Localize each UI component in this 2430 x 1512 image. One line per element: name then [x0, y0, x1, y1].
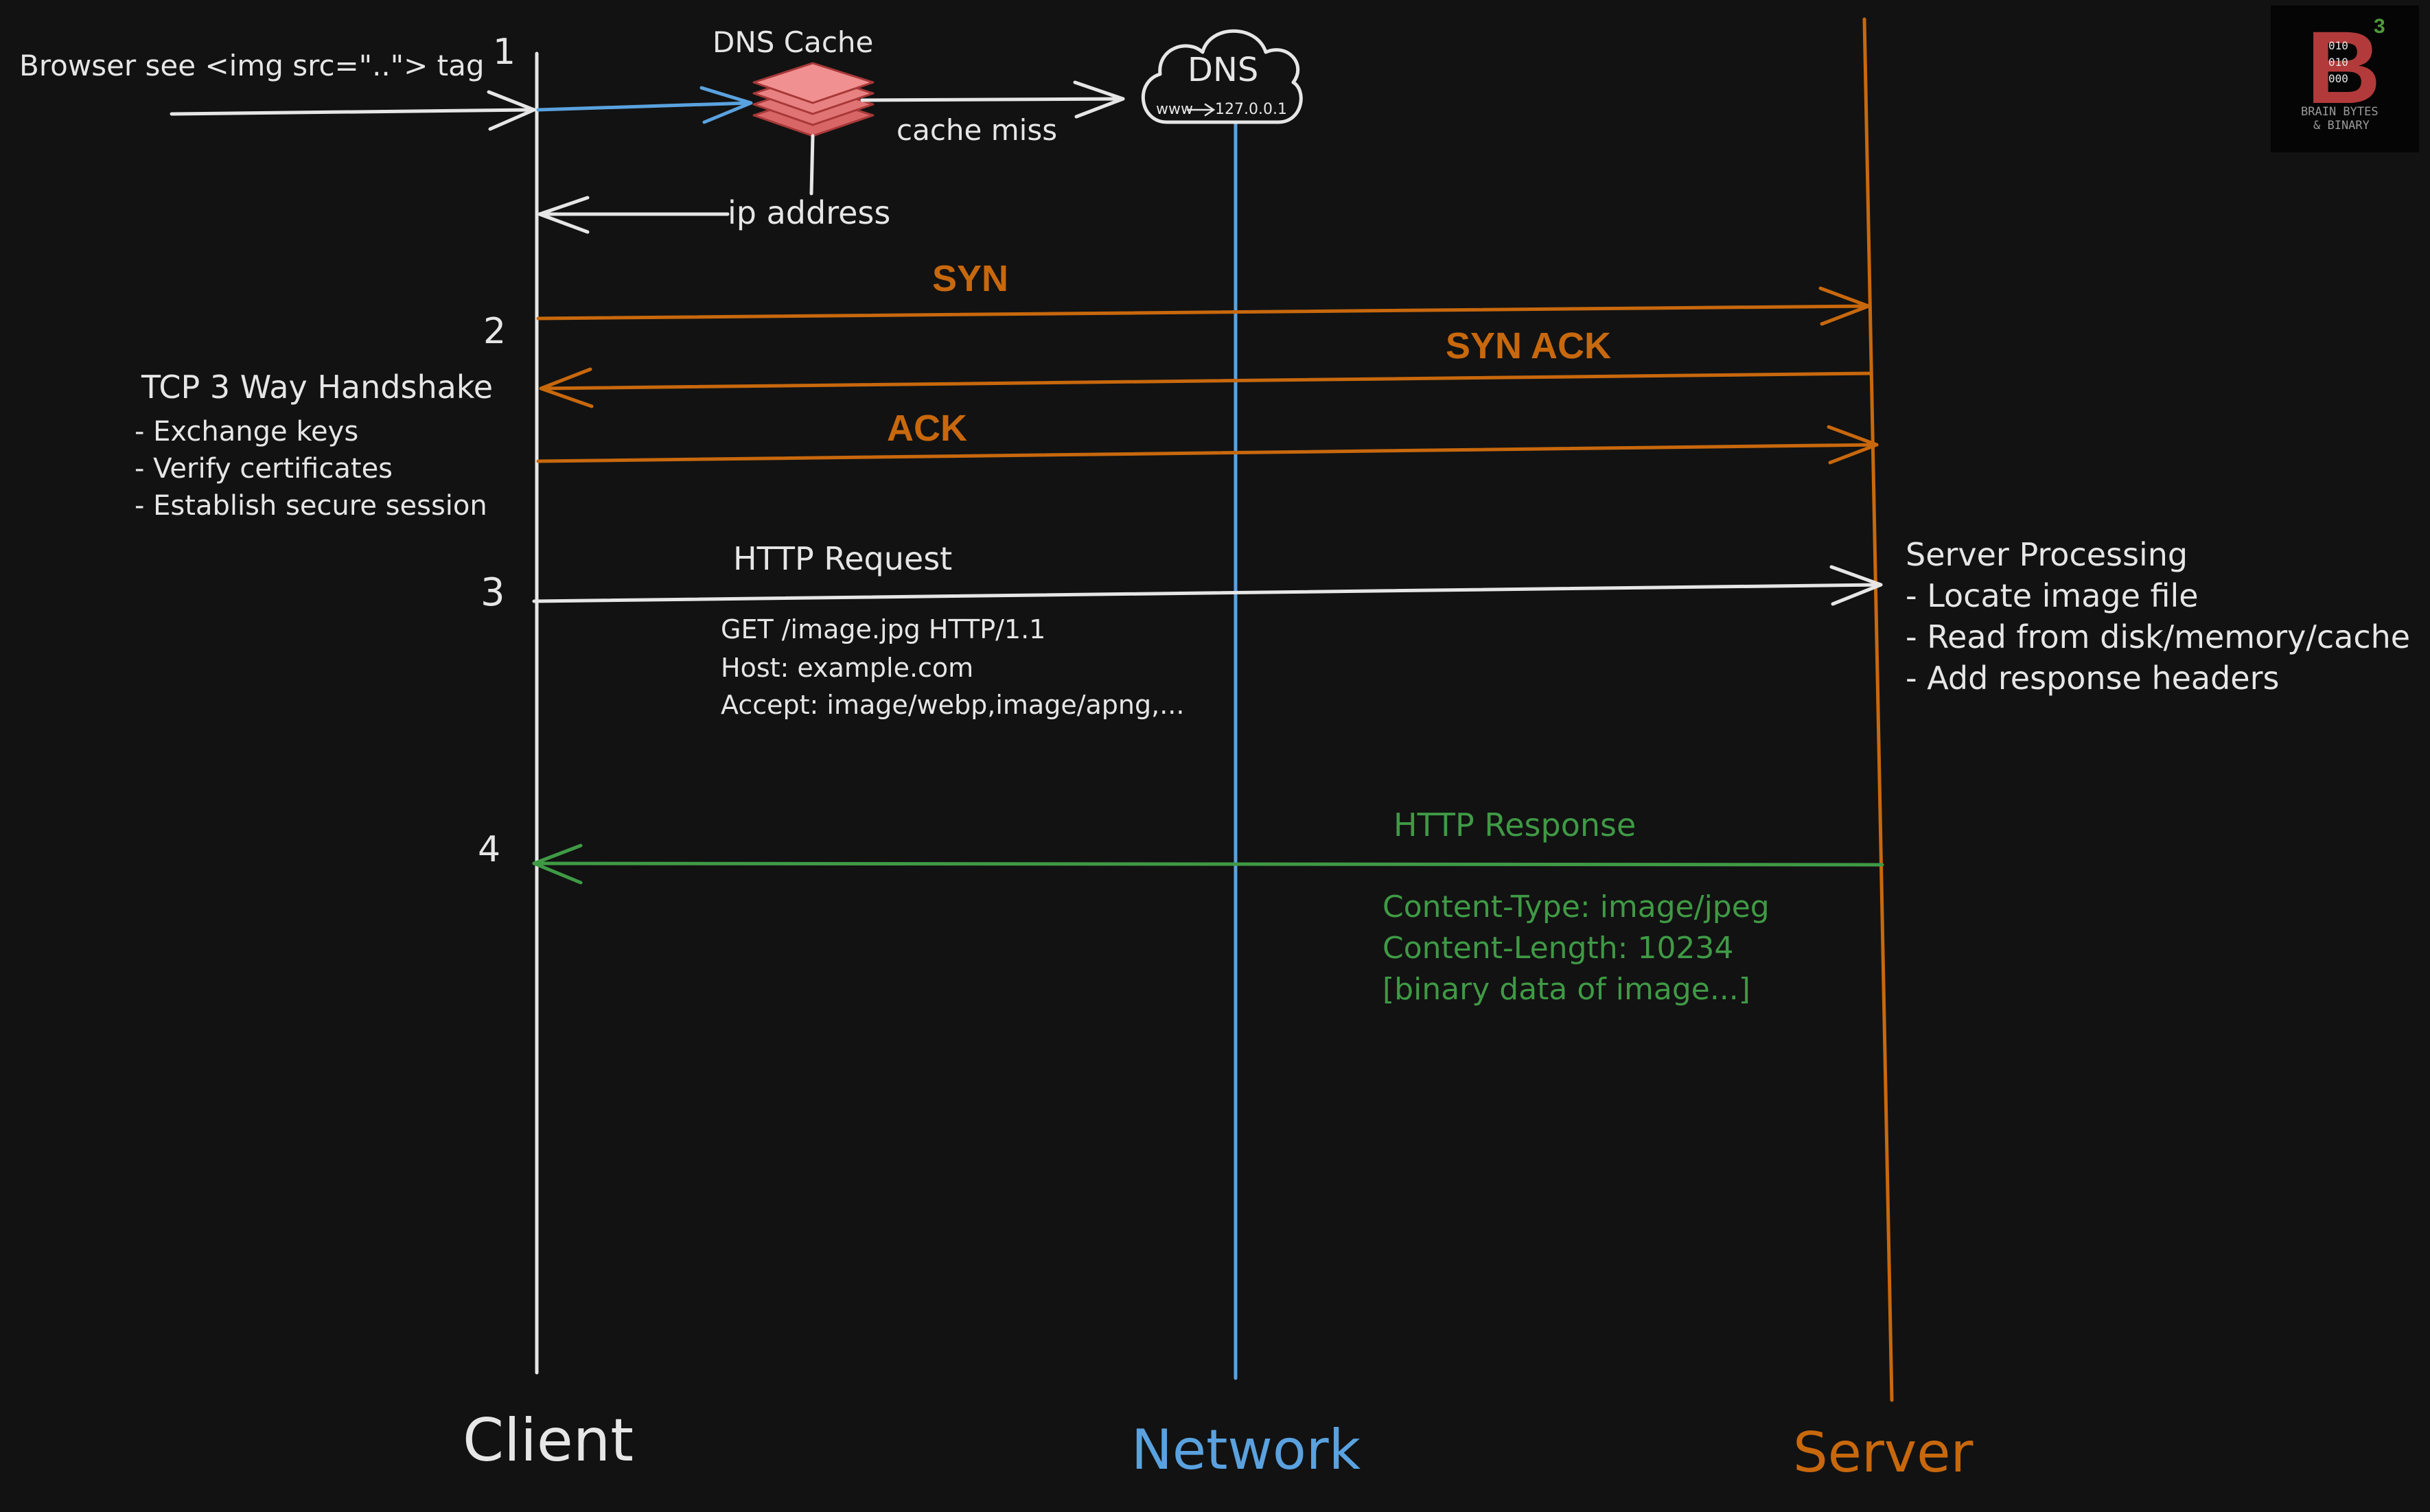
http-request-line: GET /image.jpg HTTP/1.1: [721, 614, 1045, 644]
tcp-note-exchange-keys: - Exchange keys: [135, 416, 358, 447]
logo-letter: B: [2306, 10, 2381, 125]
tcp-note-secure-session: - Establish secure session: [135, 490, 487, 522]
logo-text-line-2: & BINARY: [2313, 119, 2370, 132]
logo-text-line-1: BRAIN BYTES: [2301, 105, 2379, 119]
syn-arrow: [536, 286, 1871, 326]
http-request-label: HTTP Request: [733, 540, 952, 577]
http-response-body: [binary data of image...]: [1382, 972, 1750, 1007]
ip-address-label: ip address: [728, 194, 890, 231]
dns-cache-icon: [752, 62, 875, 137]
dns-ip-label: 127.0.0.1: [1215, 101, 1287, 118]
dns-resolve-arrow: [1186, 103, 1216, 117]
tcp-note-verify-certificates: - Verify certificates: [135, 453, 393, 485]
server-processing-headers: - Add response headers: [1906, 660, 2279, 697]
ack-arrow: [536, 425, 1879, 465]
ack-label: ACK: [887, 408, 967, 449]
server-processing-locate: - Locate image file: [1906, 577, 2199, 614]
http-request-accept: Accept: image/webp,image/apng,...: [721, 690, 1184, 720]
step-4-number: 4: [478, 829, 500, 870]
step-2-number: 2: [483, 311, 506, 352]
ip-address-arrow: [537, 134, 815, 234]
dns-title: DNS: [1188, 51, 1258, 89]
lane-label-server: Server: [1793, 1421, 1973, 1485]
cache-miss-arrow: [860, 80, 1125, 119]
dns-cloud-icon: DNS www 127.0.0.1: [1141, 29, 1303, 124]
tcp-handshake-title: TCP 3 Way Handshake: [141, 369, 493, 406]
http-response-content-length: Content-Length: 10234: [1382, 931, 1733, 966]
browser-trigger-label: Browser see <img src=".."> tag: [19, 49, 485, 82]
step-3-number: 3: [481, 570, 505, 615]
lane-label-network: Network: [1131, 1418, 1361, 1482]
http-response-arrow: [532, 844, 1884, 885]
lane-label-client: Client: [463, 1406, 634, 1475]
server-lifeline: [1862, 17, 1894, 1402]
logo-bits-3: 000: [2328, 72, 2348, 85]
logo-bits-2: 010: [2328, 56, 2348, 69]
syn-ack-label: SYN ACK: [1446, 325, 1611, 367]
http-response-label: HTTP Response: [1393, 806, 1636, 844]
syn-ack-arrow: [539, 367, 1872, 408]
http-response-content-type: Content-Type: image/jpeg: [1382, 889, 1770, 924]
client-to-cache-arrow: [536, 86, 753, 124]
http-request-arrow: [532, 565, 1883, 606]
browser-to-client-arrow: [170, 90, 536, 131]
cache-miss-label: cache miss: [896, 113, 1057, 147]
logo-bits-1: 010: [2328, 39, 2348, 52]
logo-superscript: 3: [2374, 15, 2385, 38]
server-processing-title: Server Processing: [1906, 536, 2188, 573]
dns-cache-label: DNS Cache: [713, 25, 873, 59]
syn-label: SYN: [932, 258, 1008, 299]
http-request-host: Host: example.com: [721, 653, 973, 683]
step-1-number: 1: [493, 32, 516, 73]
server-processing-read: - Read from disk/memory/cache: [1906, 618, 2410, 655]
brand-logo: B 3 010 010 000 BRAIN BYTES & BINARY: [2271, 5, 2419, 152]
